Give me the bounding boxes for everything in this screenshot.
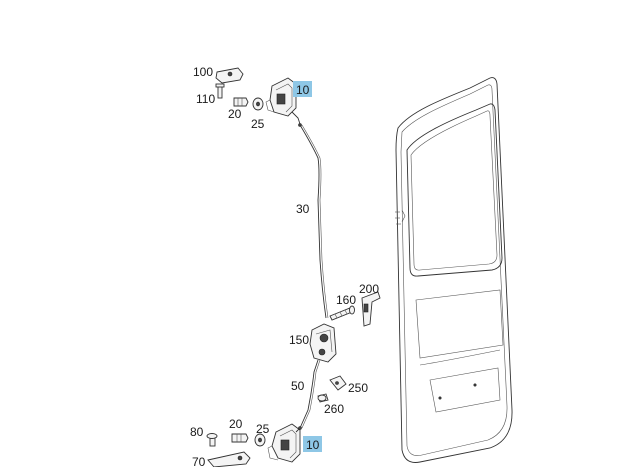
callout-50[interactable]: 50 (291, 379, 305, 393)
part-10-lock-top[interactable] (265, 77, 297, 117)
upper-lock-assembly (215, 67, 302, 127)
lower-lock-assembly (206, 423, 302, 467)
middle-lock-assembly (299, 291, 381, 429)
callout-150[interactable]: 150 (289, 333, 309, 347)
callout-110[interactable]: 110 (196, 92, 215, 106)
callout-260[interactable]: 260 (324, 402, 344, 416)
callout-80[interactable]: 80 (190, 425, 204, 439)
callout-30[interactable]: 30 (296, 202, 310, 216)
callout-labels: 100 110 20 25 10 30 200 160 150 50 250 2… (190, 65, 379, 467)
part-110-bolt[interactable] (215, 83, 225, 99)
part-80-bolt[interactable] (206, 433, 218, 447)
callout-160[interactable]: 160 (336, 293, 356, 307)
part-50-rod[interactable] (299, 359, 319, 429)
part-20-bolt-bottom[interactable] (231, 433, 249, 443)
callout-100[interactable]: 100 (193, 65, 213, 79)
part-200-bracket[interactable] (361, 291, 381, 327)
part-260-bolt[interactable] (317, 393, 329, 403)
callout-200[interactable]: 200 (359, 282, 379, 296)
rear-door-drawing (395, 77, 513, 463)
callout-20-bottom[interactable]: 20 (229, 417, 243, 431)
part-10-lock-bottom[interactable] (267, 423, 301, 463)
callout-25-bottom[interactable]: 25 (256, 422, 270, 436)
callout-10-top-highlight (293, 81, 312, 97)
part-150-central-lock[interactable] (309, 323, 337, 363)
callout-10-bottom-highlight (303, 436, 322, 452)
callout-10-bottom[interactable]: 10 (306, 438, 320, 452)
callout-20-top[interactable]: 20 (228, 107, 242, 121)
callout-10-top[interactable]: 10 (296, 83, 310, 97)
callout-25-top[interactable]: 25 (251, 117, 265, 131)
part-250-bracket[interactable] (329, 375, 347, 391)
part-70-bracket[interactable] (207, 451, 251, 467)
callout-70[interactable]: 70 (192, 455, 206, 467)
callout-250[interactable]: 250 (348, 381, 368, 395)
part-30-rod[interactable] (299, 124, 327, 319)
part-20-bolt-top[interactable] (233, 97, 249, 107)
part-160-screw[interactable] (329, 305, 355, 321)
